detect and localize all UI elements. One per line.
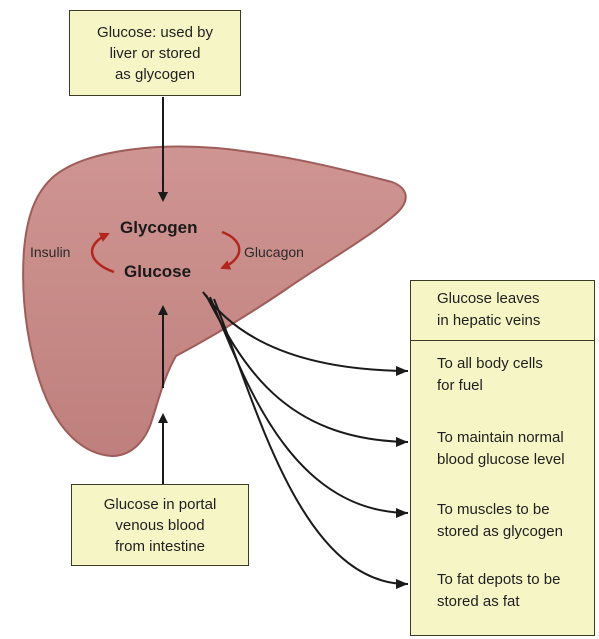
hepatic-header-line-2: in hepatic veins (437, 310, 594, 332)
output-fat-depots-line-1: To fat depots to be (437, 569, 594, 591)
output-blood-glucose-line-1: To maintain normal (437, 427, 594, 449)
glycogen-label: Glycogen (120, 218, 197, 238)
liver-use-box: Glucose: used by liver or stored as glyc… (69, 10, 241, 96)
output-muscles: To muscles to be stored as glycogen (411, 499, 594, 543)
hepatic-header-line-1: Glucose leaves (437, 288, 594, 310)
portal-blood-line-1: Glucose in portal (104, 494, 217, 515)
output-muscles-line-2: stored as glycogen (437, 521, 594, 543)
output-muscles-line-1: To muscles to be (437, 499, 594, 521)
hepatic-veins-header: Glucose leaves in hepatic veins (411, 281, 594, 341)
liver-use-line-2: liver or stored (110, 43, 201, 64)
portal-blood-line-2: venous blood (115, 515, 204, 536)
output-body-cells-line-2: for fuel (437, 375, 594, 397)
portal-blood-box: Glucose in portal venous blood from inte… (71, 484, 249, 566)
insulin-label: Insulin (30, 244, 70, 260)
output-body-cells: To all body cells for fuel (411, 353, 594, 397)
arrowhead-muscles (396, 508, 408, 518)
output-fat-depots-line-2: stored as fat (437, 591, 594, 613)
portal-blood-line-3: from intestine (115, 536, 205, 557)
arrowhead-fat-depots (396, 579, 408, 589)
arrowhead-blood-glucose (396, 437, 408, 447)
output-blood-glucose-line-2: blood glucose level (437, 449, 594, 471)
output-blood-glucose: To maintain normal blood glucose level (411, 427, 594, 471)
arrowhead-body-cells (396, 366, 408, 376)
hepatic-outputs-panel: Glucose leaves in hepatic veins To all b… (410, 280, 595, 636)
liver-use-line-3: as glycogen (115, 64, 195, 85)
output-body-cells-line-1: To all body cells (437, 353, 594, 375)
glucagon-label: Glucagon (244, 244, 304, 260)
output-fat-depots: To fat depots to be stored as fat (411, 569, 594, 613)
glucose-label: Glucose (124, 262, 191, 282)
liver-use-line-1: Glucose: used by (97, 22, 213, 43)
